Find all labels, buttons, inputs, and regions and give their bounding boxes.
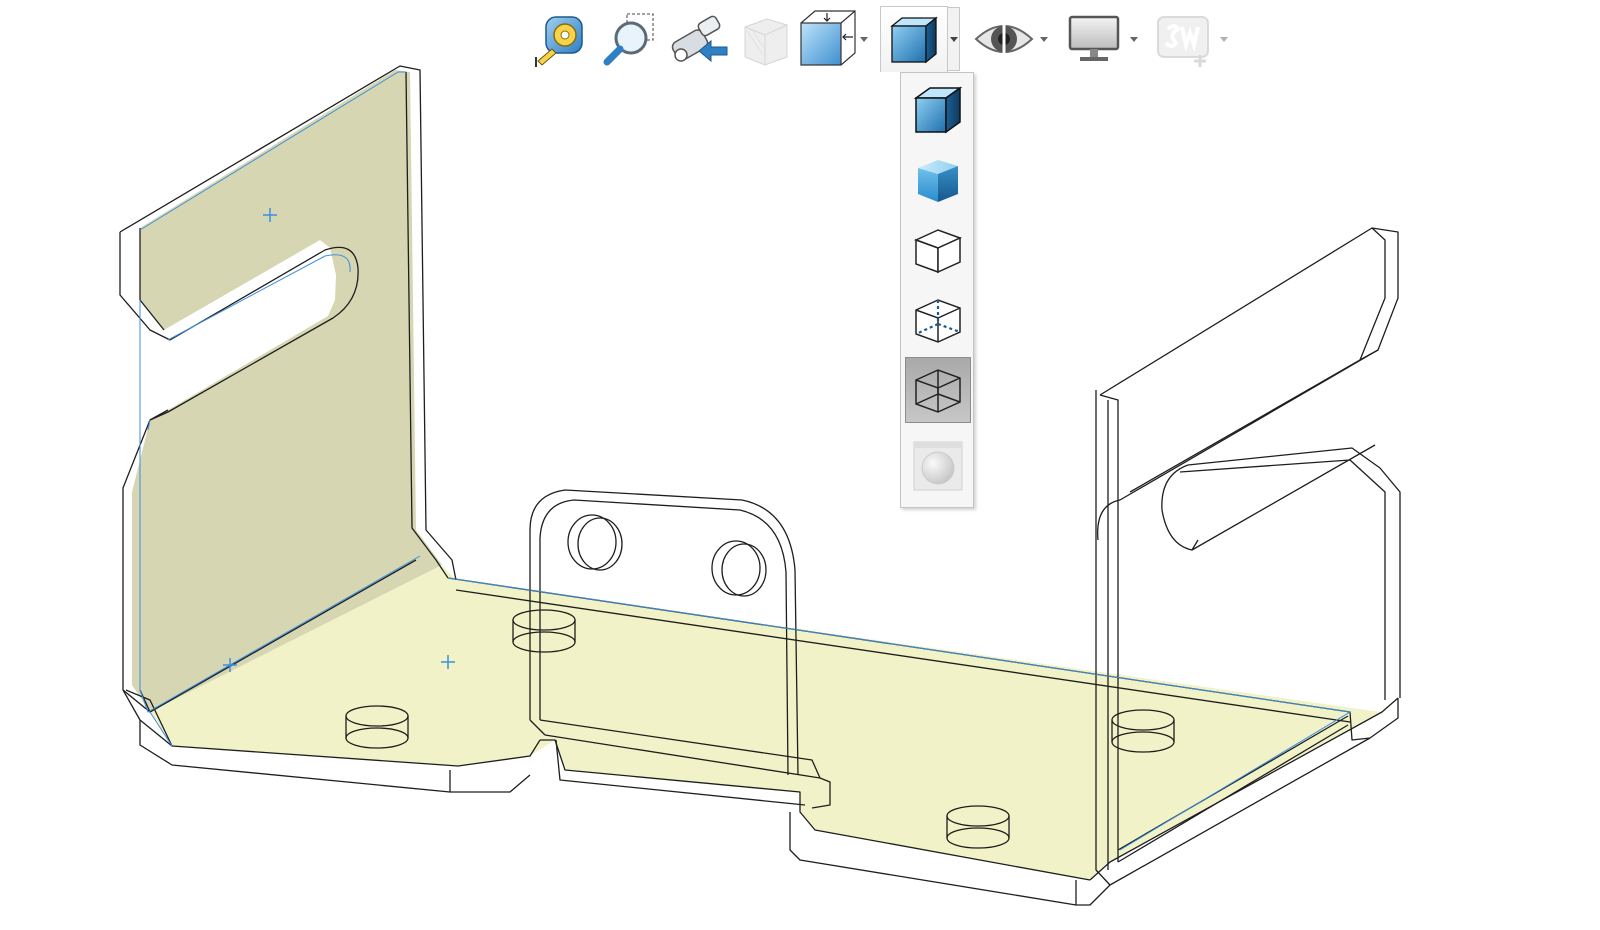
tape-measure-icon (535, 16, 583, 67)
heads-up-view-toolbar (530, 6, 1230, 72)
wireframe-option[interactable] (905, 357, 971, 423)
monitor-icon (1068, 15, 1120, 61)
origin-markers (223, 208, 455, 672)
display-style-flyout (900, 72, 974, 508)
section-view-icon (744, 18, 788, 66)
origin-marker (263, 208, 277, 222)
view-orientation-button[interactable] (796, 6, 858, 72)
model-edges (119, 65, 1401, 906)
zoom-to-area-button[interactable] (594, 6, 664, 72)
chevron-down-icon (860, 37, 868, 42)
shaded-option[interactable] (905, 147, 971, 213)
hidden-lines-visible-icon (915, 299, 961, 343)
origin-marker (441, 655, 455, 669)
base-plate-face[interactable] (150, 565, 1380, 880)
hidden-lines-removed-option[interactable] (905, 217, 971, 283)
shaded-with-edges-option[interactable] (905, 77, 971, 143)
left-wall-face[interactable] (132, 70, 442, 712)
selection-highlight-edges (139, 71, 1352, 851)
hide-show-items-button[interactable] (970, 6, 1038, 72)
zoom-to-area-icon (603, 13, 654, 66)
section-view-button[interactable] (734, 6, 796, 72)
shaded-with-edges-icon (913, 86, 963, 134)
previous-view-icon (671, 15, 728, 63)
hidden-lines-removed-icon (914, 229, 962, 274)
sw-scene-icon (1157, 16, 1209, 67)
shaded-icon (918, 160, 958, 202)
wireframe-icon (915, 369, 961, 413)
eye-icon (974, 21, 1034, 57)
shaded-with-edges-icon (890, 16, 938, 63)
display-style-button[interactable] (880, 6, 948, 72)
realview-option[interactable] (905, 433, 971, 499)
chevron-down-icon (1220, 37, 1228, 42)
hide-show-dropdown-arrow[interactable] (1038, 6, 1050, 72)
view-settings-dropdown-arrow[interactable] (1128, 6, 1140, 72)
chevron-down-icon (1130, 37, 1138, 42)
hidden-lines-visible-option[interactable] (905, 287, 971, 353)
view-orientation-icon (800, 10, 856, 66)
display-style-dropdown-arrow[interactable] (948, 7, 960, 71)
chevron-down-icon (1040, 37, 1048, 42)
view-orientation-dropdown-arrow[interactable] (858, 6, 870, 72)
selected-faces (132, 70, 1380, 880)
realview-sphere-icon (913, 441, 963, 491)
apply-scene-button[interactable] (1150, 6, 1218, 72)
origin-marker (223, 658, 237, 672)
measure-button[interactable] (530, 6, 594, 72)
chevron-down-icon (949, 37, 958, 42)
view-settings-button[interactable] (1060, 6, 1128, 72)
apply-scene-dropdown-arrow[interactable] (1218, 6, 1230, 72)
previous-view-button[interactable] (664, 6, 734, 72)
